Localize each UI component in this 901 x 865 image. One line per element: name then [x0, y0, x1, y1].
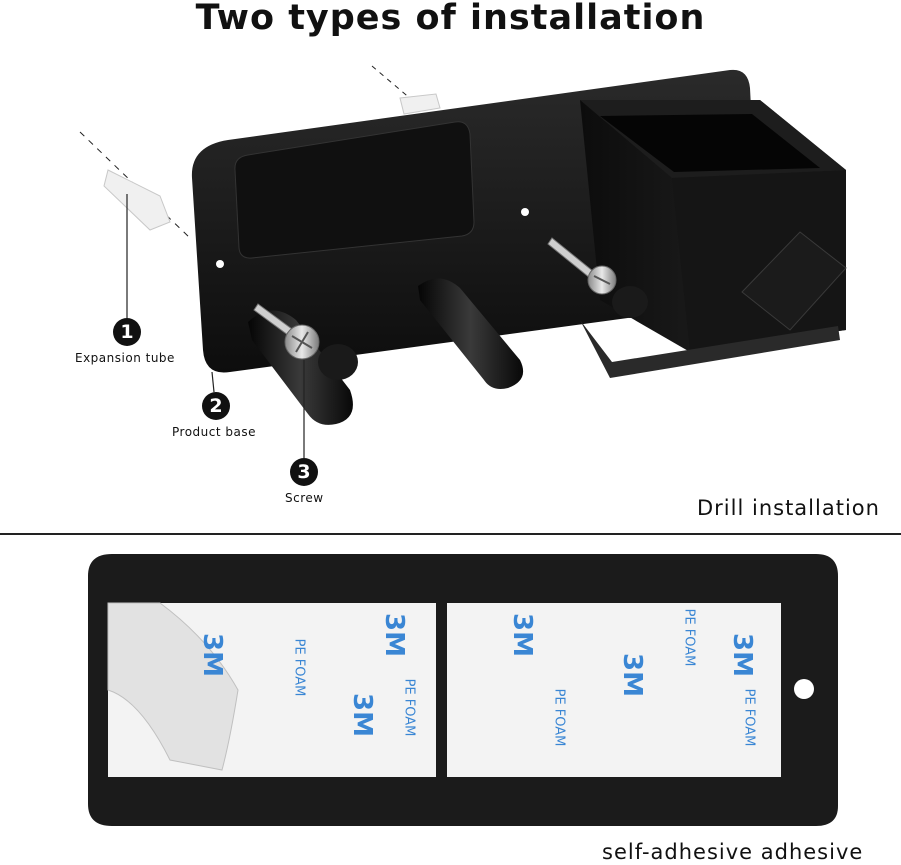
- expansion-tube-top: [399, 93, 441, 115]
- screw-left: [253, 303, 320, 360]
- part-number-badge: 3: [290, 458, 318, 486]
- screw-right: [547, 237, 617, 295]
- leader-line-2: [211, 371, 215, 393]
- hook-peg-right: [612, 286, 648, 318]
- part-number-badge: 1: [113, 318, 141, 346]
- part-label-screw: Screw: [285, 491, 324, 505]
- storage-box: [580, 100, 847, 378]
- section-divider: [0, 533, 901, 535]
- adhesive-plate: [88, 554, 838, 826]
- hook-peg-middle: [418, 278, 524, 389]
- part-label-expansion-tube: Expansion tube: [75, 351, 175, 365]
- expansion-tube-left: [103, 169, 171, 231]
- adhesive-pad-right: [447, 603, 781, 777]
- part-number-badge: 2: [202, 392, 230, 420]
- adhesive-installation-caption: self-adhesive adhesive: [602, 840, 864, 864]
- drill-installation-caption: Drill installation: [697, 496, 880, 520]
- part-label-product-base: Product base: [172, 425, 256, 439]
- hook-peg-left: [248, 310, 358, 425]
- page-title: Two types of installation: [195, 0, 706, 38]
